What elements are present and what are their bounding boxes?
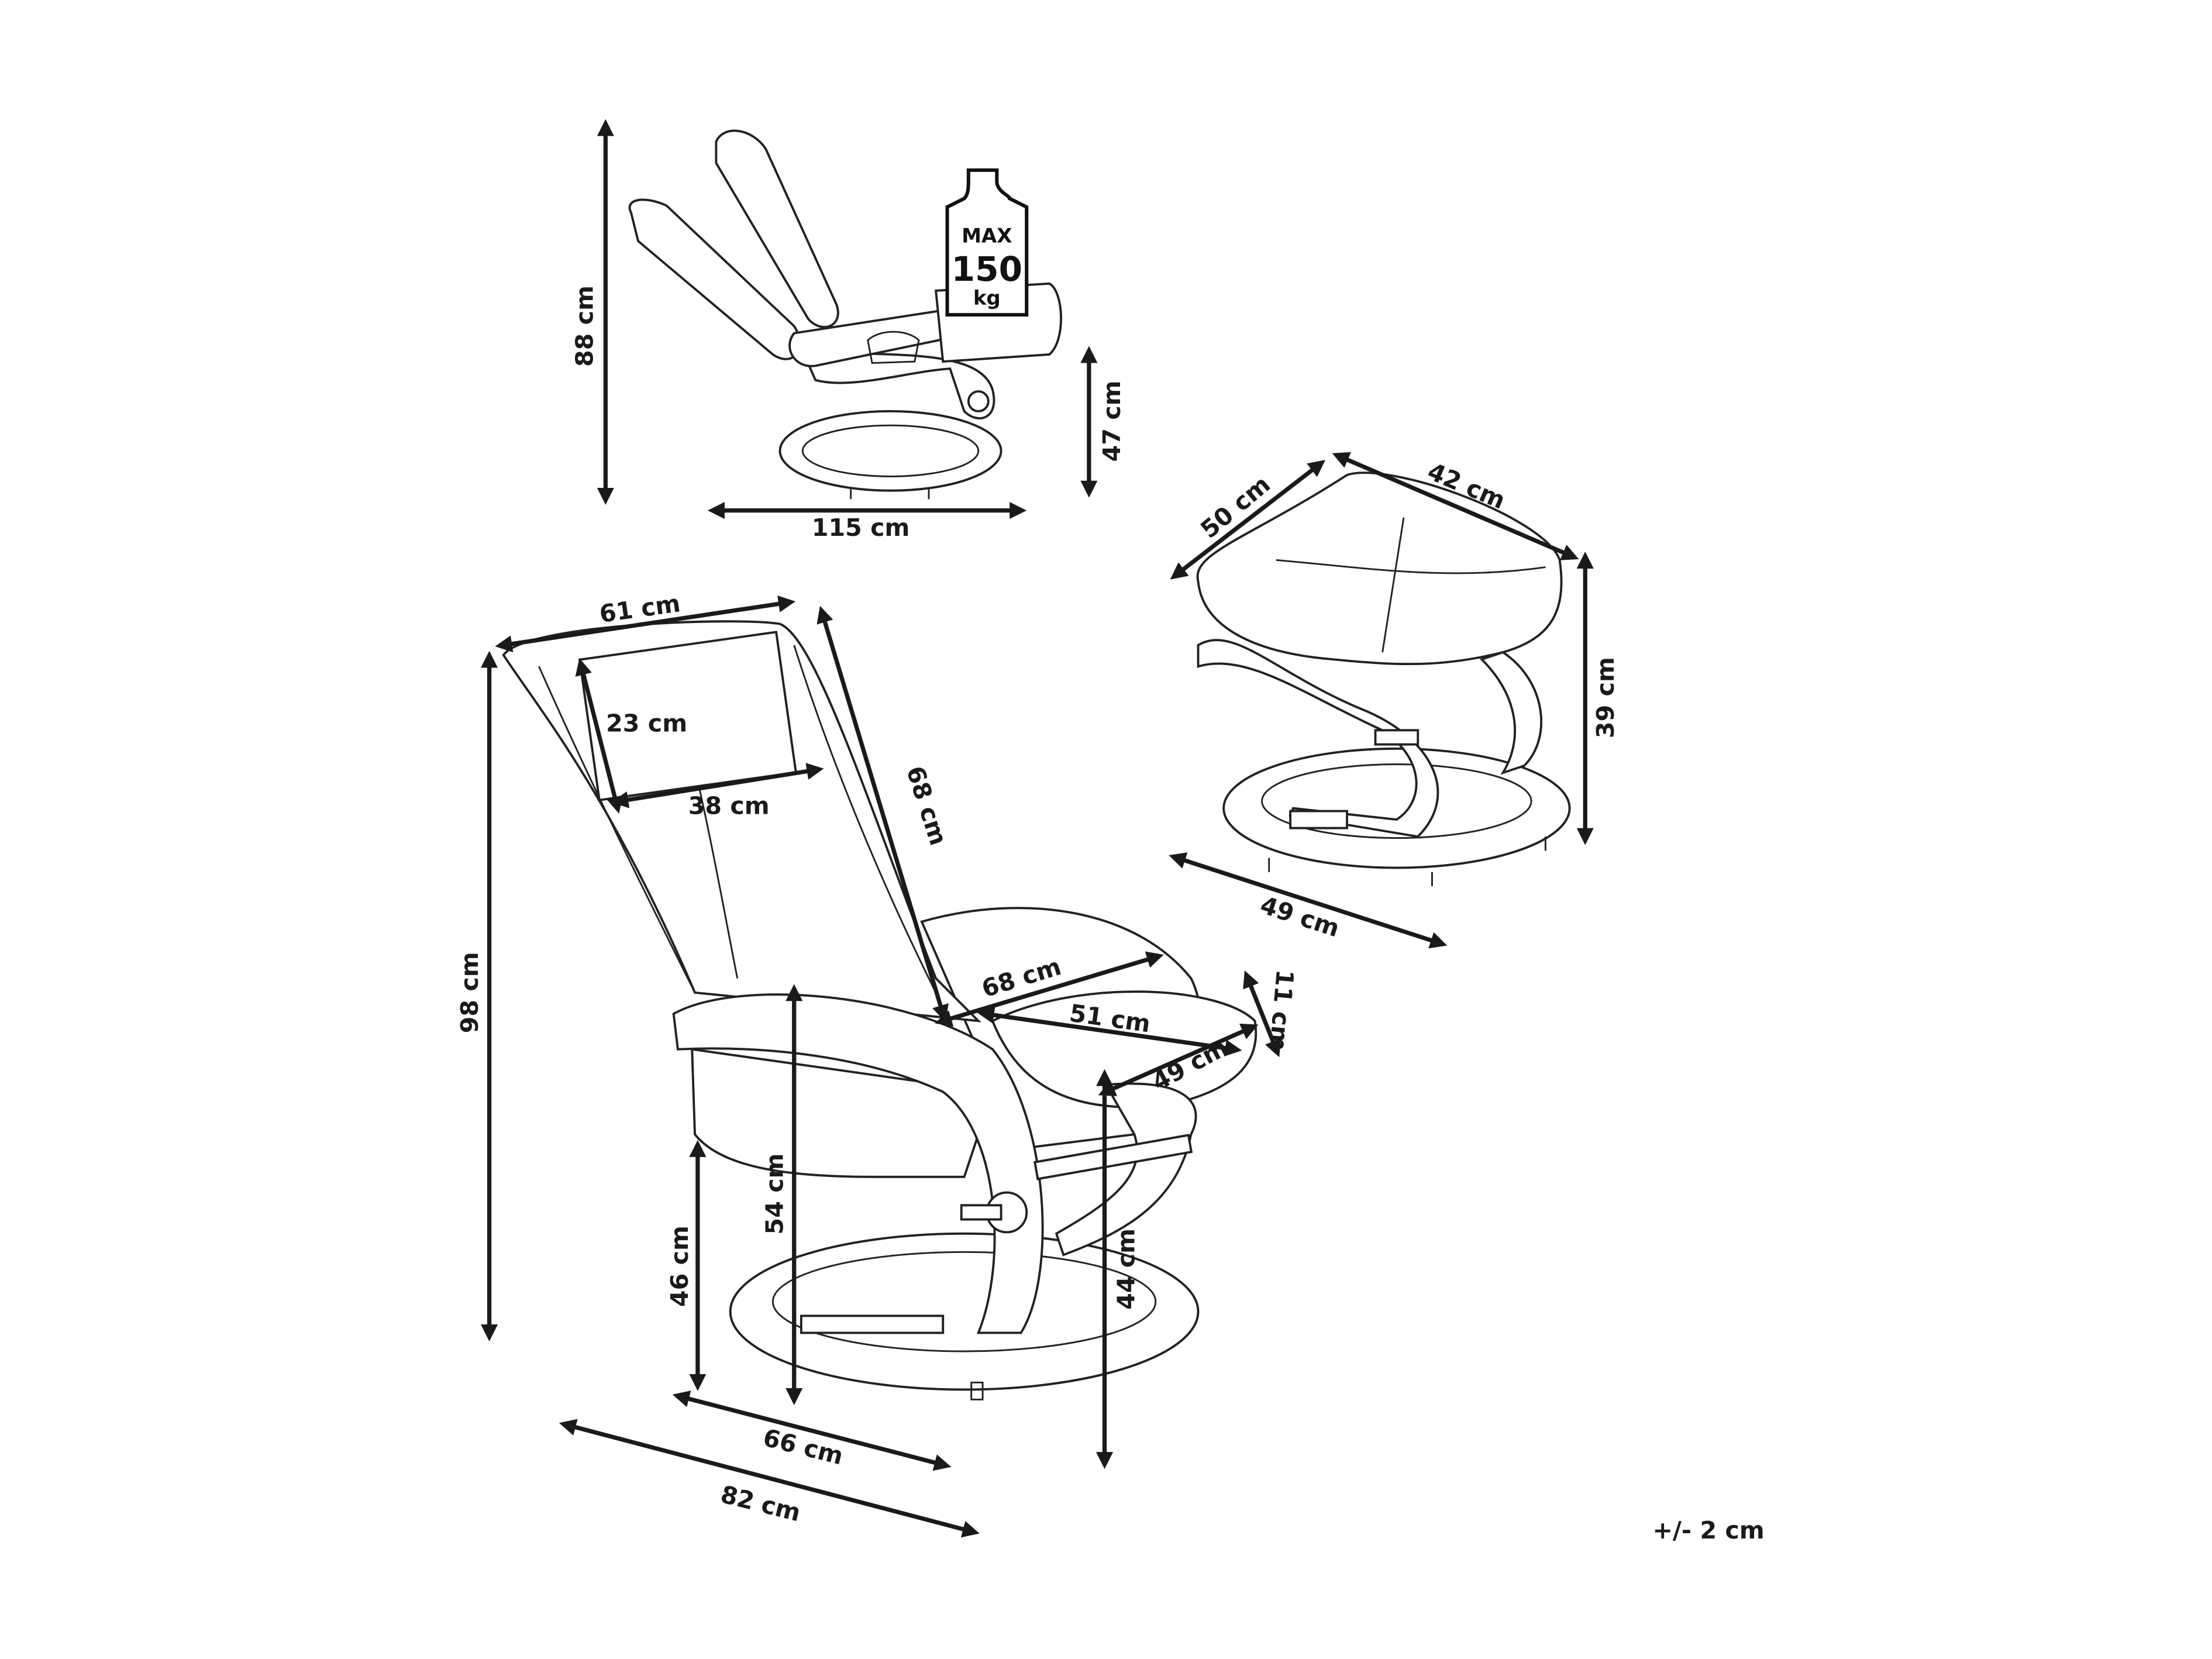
tolerance-note: +/- 2 cm (1653, 1516, 1765, 1544)
headrest-height-label: 23 cm (606, 710, 687, 738)
headrest-height-arrow (575, 658, 623, 814)
cushion-thickness-arrow (1243, 970, 1281, 1058)
back-length-label: 68 cm (901, 763, 953, 849)
seat-inner-arrow (1098, 1023, 1259, 1096)
total-height-label: 98 cm (456, 952, 484, 1033)
armrest-height-label: 54 cm (760, 1153, 788, 1234)
ottoman-base-arrow (1169, 852, 1448, 949)
back-length-arrow (816, 605, 949, 1023)
recliner-height-label: 88 cm (571, 285, 599, 367)
ottoman-height-label: 39 cm (1591, 657, 1620, 738)
weight-max-text: MAX (962, 225, 1012, 247)
weight-unit-text: kg (973, 287, 1001, 310)
weight-value-text: 150 (952, 249, 1022, 289)
seat-height-label: 46 cm (666, 1226, 694, 1307)
ottoman-depth-arrow (1170, 460, 1326, 580)
back-width-arrow (495, 595, 795, 653)
base-height-label: 44 cm (1112, 1228, 1140, 1310)
total-depth-arrow (559, 1419, 980, 1538)
cushion-thickness-label: 11 cm (1264, 969, 1299, 1052)
ottoman-illustration (1196, 471, 1571, 886)
recliner-length-label: 115 cm (812, 514, 910, 542)
weight-limit-badge: MAX 150 kg (945, 168, 1029, 317)
headrest-width-arrow (611, 763, 824, 808)
total-depth-label: 82 cm (718, 1480, 803, 1527)
headrest-width-label: 38 cm (688, 791, 770, 820)
recliner-side-illustration (628, 129, 1062, 500)
recliner-seat-height-label: 47 cm (1098, 380, 1126, 462)
ottoman-width-arrow (1332, 452, 1579, 560)
